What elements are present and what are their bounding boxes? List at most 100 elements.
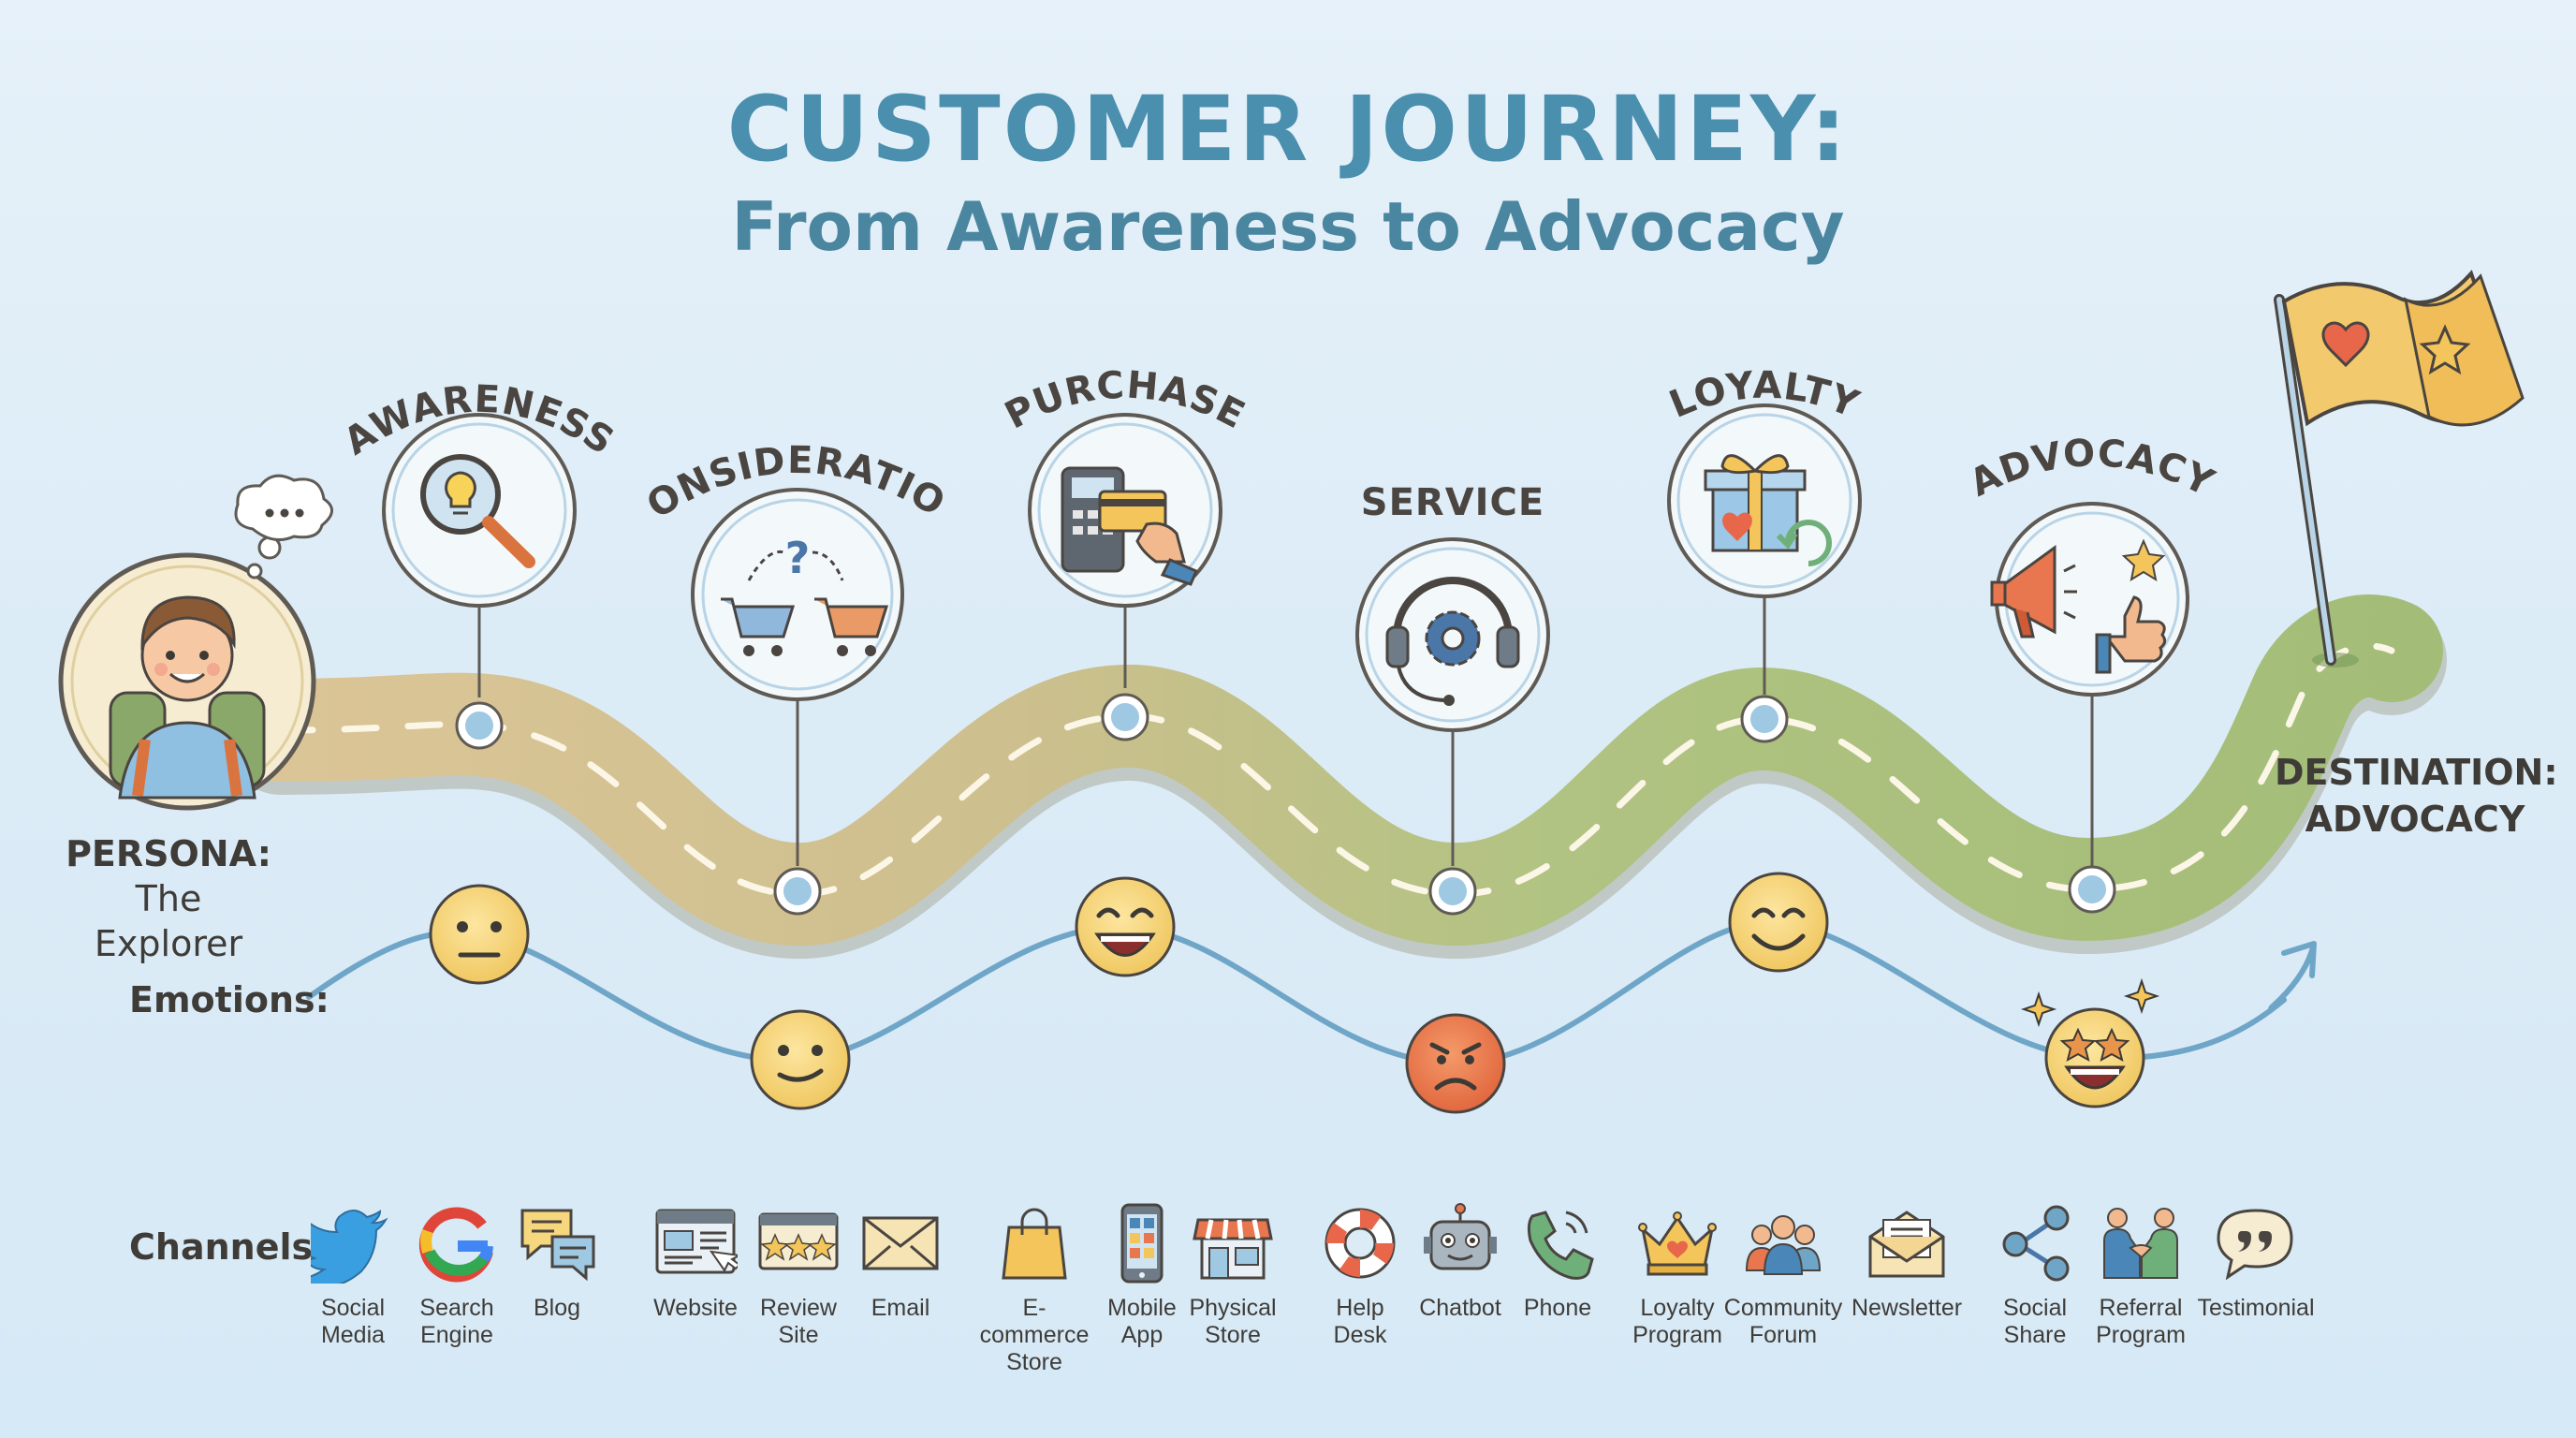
channel-phone[interactable]: Phone (1497, 1203, 1618, 1322)
emotions-label: Emotions: (129, 979, 329, 1020)
open-envelope-icon (1868, 1211, 1945, 1278)
channel-mobile-app[interactable]: Mobile App (1081, 1203, 1203, 1349)
star-rating-window-icon (758, 1212, 839, 1270)
storefront-icon (1193, 1218, 1273, 1280)
channel-label: Review Site (760, 1295, 837, 1348)
channel-label: Social Share (2002, 1295, 2068, 1348)
channel-label: Help Desk (1333, 1295, 1387, 1348)
channel-search-engine[interactable]: Search Engine (396, 1203, 518, 1349)
emotion-face-neutral (429, 884, 530, 985)
channel-blog[interactable]: Blog (496, 1203, 618, 1322)
road-node (2068, 865, 2116, 914)
crown-icon (1638, 1211, 1717, 1276)
emotion-face-star-struck (2020, 977, 2160, 1108)
channel-email[interactable]: Email (840, 1203, 961, 1322)
journey-road (226, 594, 2447, 960)
stage-advocacy (1990, 502, 2189, 697)
magnifier-lightbulb-icon (420, 454, 535, 568)
persona-name: The Explorer (94, 878, 243, 964)
channel-testimonial[interactable]: Testimonial (2195, 1203, 2317, 1322)
channel-label: Referral Program (2096, 1295, 2186, 1348)
road-node (1740, 695, 1789, 743)
shopping-bag-icon (1002, 1208, 1067, 1280)
channel-review-site[interactable]: Review Site (738, 1203, 859, 1349)
envelope-icon (862, 1216, 939, 1270)
stage-label-advocacy: ADVOCACY (1963, 432, 2220, 506)
page-title: CUSTOMER JOURNEY: (726, 77, 1850, 182)
channel-label: Blog (533, 1295, 581, 1321)
persona-avatar (58, 552, 316, 811)
megaphone-thumbsup-icon (1990, 538, 2167, 674)
browser-window-icon (655, 1209, 738, 1274)
robot-icon (1424, 1203, 1497, 1270)
channel-label: Email (871, 1295, 930, 1321)
channel-label: Mobile App (1107, 1295, 1177, 1348)
emotion-face-very-happy (1075, 876, 1176, 977)
google-g-icon (418, 1207, 493, 1283)
channel-chatbot[interactable]: Chatbot (1399, 1203, 1521, 1322)
stage-connectors (477, 590, 2094, 866)
road-node (773, 867, 822, 916)
emotion-face-angry (1405, 1013, 1506, 1114)
stage-loyalty (1667, 404, 1862, 598)
phone-icon (1527, 1211, 1594, 1280)
page-subtitle: From Awareness to Advocacy (731, 187, 1845, 266)
channel-social-media[interactable]: Social Media (292, 1203, 414, 1349)
gift-heart-icon (1704, 454, 1832, 566)
emotion-face-happy (1728, 872, 1829, 973)
stage-consideration: ? (691, 488, 904, 701)
channel-referral-program[interactable]: Referral Program (2080, 1203, 2202, 1349)
channels-label: Channels: (129, 1226, 328, 1268)
road-node (455, 701, 504, 750)
channel-community-forum[interactable]: Community Forum (1722, 1203, 1844, 1349)
headset-gear-icon (1385, 577, 1520, 706)
channel-label: Phone (1523, 1295, 1592, 1321)
channel-website[interactable]: Website (635, 1203, 756, 1322)
channel-label: Newsletter (1851, 1295, 1963, 1321)
road-nodes (455, 693, 2116, 916)
channel-newsletter[interactable]: Newsletter (1846, 1203, 1968, 1322)
channel-label: Loyalty Program (1632, 1295, 1722, 1348)
channel-label: Website (653, 1295, 738, 1321)
road-node (1101, 693, 1149, 741)
thought-bubble-icon (234, 474, 333, 580)
quote-bubble-icon (2217, 1209, 2293, 1281)
smartphone-icon (1120, 1203, 1164, 1284)
heart-star-flag-icon (2274, 270, 2525, 668)
channel-label: Chatbot (1419, 1295, 1501, 1321)
channel-help-desk[interactable]: Help Desk (1299, 1203, 1421, 1349)
channel-physical-store[interactable]: Physical Store (1172, 1203, 1294, 1349)
channel-loyalty-program[interactable]: Loyalty Program (1617, 1203, 1738, 1349)
destination-label: DESTINATION: ADVOCACY (2275, 749, 2558, 843)
stage-label-service: SERVICE (1361, 481, 1544, 524)
card-payment-icon (1061, 466, 1198, 586)
people-group-icon (1745, 1215, 1822, 1275)
share-icon (2002, 1205, 2070, 1282)
channel-label: Testimonial (2197, 1295, 2315, 1321)
road-node (1428, 867, 1477, 916)
handshake-icon (2103, 1208, 2178, 1279)
channel-label: Community Forum (1723, 1295, 1843, 1348)
emotion-face-content (750, 1009, 851, 1110)
channel-label: Search Engine (419, 1295, 494, 1348)
svg-text:?: ? (785, 533, 811, 583)
speech-bubbles-icon (520, 1209, 595, 1282)
persona-heading: PERSONA: (66, 833, 271, 874)
destination-value: ADVOCACY (2305, 799, 2525, 840)
channel-ecommerce-store[interactable]: E-commerce Store (973, 1203, 1095, 1376)
emotion-curve (306, 918, 2287, 1067)
stage-service (1355, 537, 1550, 732)
channel-label: Social Media (320, 1295, 386, 1348)
channel-label: Physical Store (1189, 1295, 1277, 1348)
stage-purchase (1028, 413, 1222, 608)
stage-awareness (382, 413, 577, 608)
destination-heading: DESTINATION: (2275, 752, 2558, 793)
compare-carts-icon: ? (721, 533, 889, 656)
twitter-bird-icon (311, 1210, 388, 1284)
persona-label: PERSONA: The Explorer (56, 831, 281, 966)
lifebuoy-icon (1325, 1208, 1396, 1279)
channel-social-share[interactable]: Social Share (1974, 1203, 2096, 1349)
channel-label: E-commerce Store (979, 1295, 1090, 1375)
emotion-arrow-head (2268, 941, 2317, 1011)
